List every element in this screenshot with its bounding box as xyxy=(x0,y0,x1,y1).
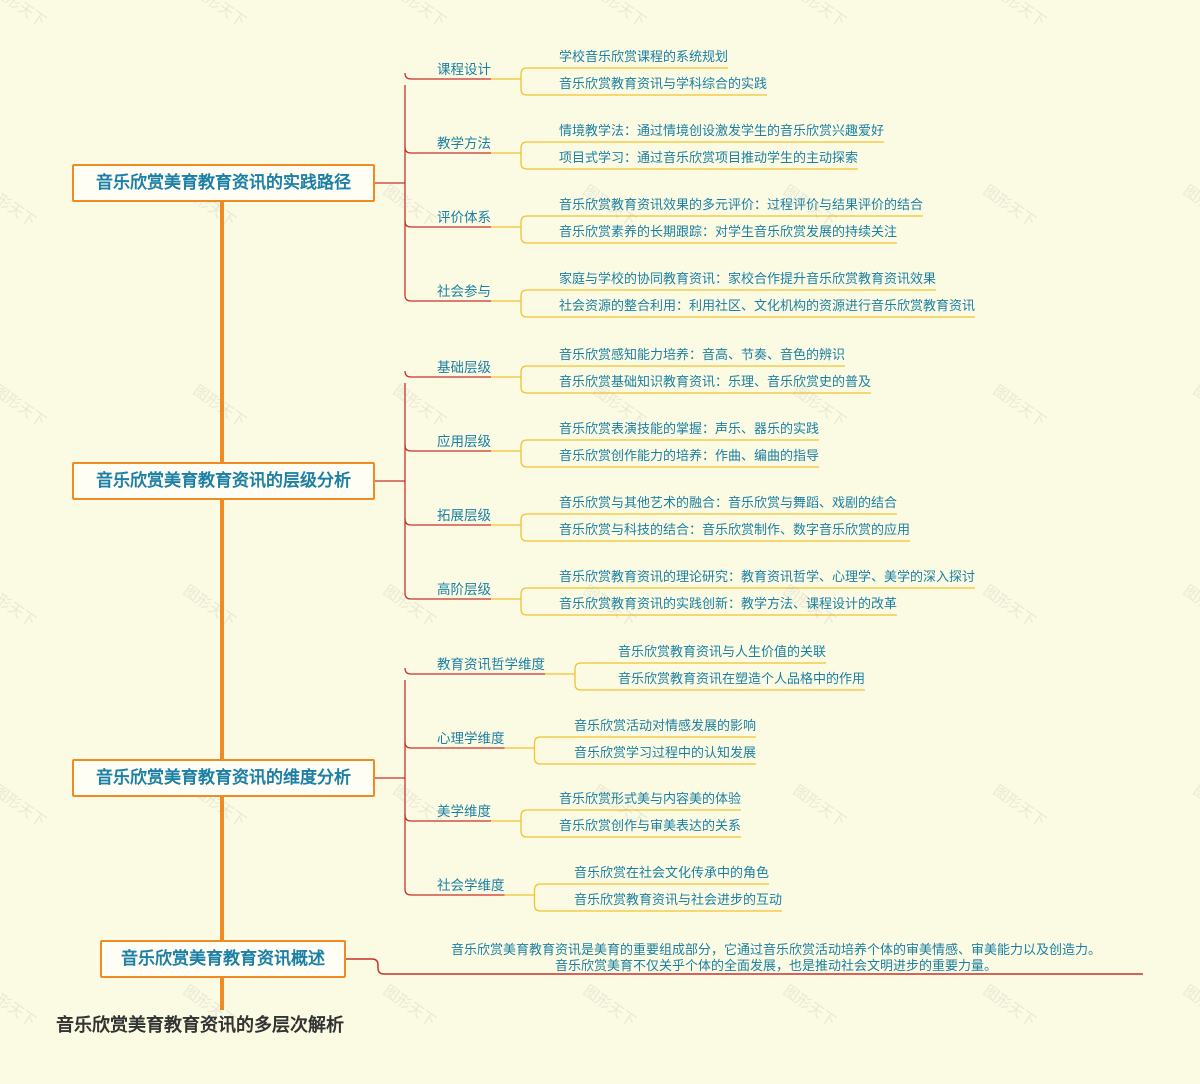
sub-topic[interactable]: 社会参与 xyxy=(437,284,491,300)
leaf-item[interactable]: 音乐欣赏教育资讯的理论研究：教育资讯哲学、心理学、美学的深入探讨 xyxy=(559,570,976,585)
sub-topic[interactable]: 高阶层级 xyxy=(437,582,491,598)
leaf-item[interactable]: 音乐欣赏创作与审美表达的关系 xyxy=(559,819,742,834)
leaf-item[interactable]: 项目式学习：通过音乐欣赏项目推动学生的主动探索 xyxy=(559,151,859,166)
leaf-item[interactable]: 音乐欣赏教育资讯在塑造个人品格中的作用 xyxy=(618,672,866,687)
leaf-item[interactable]: 音乐欣赏教育资讯的实践创新：教学方法、课程设计的改革 xyxy=(559,597,898,612)
leaf-item[interactable]: 音乐欣赏教育资讯与人生价值的关联 xyxy=(618,645,827,660)
root-title: 音乐欣赏美育教育资讯的多层次解析 xyxy=(56,1015,344,1036)
leaf-item[interactable]: 音乐欣赏表演技能的掌握：声乐、器乐的实践 xyxy=(559,422,820,437)
summary-line: 音乐欣赏美育不仅关乎个体的全面发展，也是推动社会文明进步的重要力量。 xyxy=(554,959,997,974)
leaf-item[interactable]: 音乐欣赏教育资讯与社会进步的互动 xyxy=(574,893,783,908)
sub-topic[interactable]: 课程设计 xyxy=(437,62,491,78)
sub-topic[interactable]: 应用层级 xyxy=(437,434,491,450)
sub-topic[interactable]: 教育资讯哲学维度 xyxy=(437,657,545,673)
branch-level-analysis[interactable]: 音乐欣赏美育教育资讯的层级分析 xyxy=(72,462,375,500)
sub-topic[interactable]: 美学维度 xyxy=(437,804,491,820)
sub-topic[interactable]: 拓展层级 xyxy=(437,508,491,524)
leaf-item[interactable]: 社会资源的整合利用：利用社区、文化机构的资源进行音乐欣赏教育资讯 xyxy=(559,299,976,314)
leaf-item[interactable]: 音乐欣赏与其他艺术的融合：音乐欣赏与舞蹈、戏剧的结合 xyxy=(559,496,898,511)
leaf-item[interactable]: 音乐欣赏感知能力培养：音高、节奏、音色的辨识 xyxy=(559,348,846,363)
overview-summary: 音乐欣赏美育教育资讯是美育的重要组成部分，它通过音乐欣赏活动培养个体的审美情感、… xyxy=(408,943,1144,975)
summary-line: 音乐欣赏美育教育资讯是美育的重要组成部分，它通过音乐欣赏活动培养个体的审美情感、… xyxy=(450,943,1101,958)
sub-topic[interactable]: 基础层级 xyxy=(437,360,491,376)
leaf-item[interactable]: 学校音乐欣赏课程的系统规划 xyxy=(559,50,729,65)
leaf-item[interactable]: 音乐欣赏在社会文化传承中的角色 xyxy=(574,866,770,881)
leaf-item[interactable]: 音乐欣赏基础知识教育资讯：乐理、音乐欣赏史的普及 xyxy=(559,375,872,390)
leaf-item[interactable]: 家庭与学校的协同教育资讯：家校合作提升音乐欣赏教育资讯效果 xyxy=(559,272,937,287)
sub-topic[interactable]: 心理学维度 xyxy=(437,731,505,747)
leaf-item[interactable]: 音乐欣赏创作能力的培养：作曲、编曲的指导 xyxy=(559,449,820,464)
branch-dimension-analysis[interactable]: 音乐欣赏美育教育资讯的维度分析 xyxy=(72,759,375,797)
leaf-item[interactable]: 音乐欣赏与科技的结合：音乐欣赏制作、数字音乐欣赏的应用 xyxy=(559,523,911,538)
leaf-item[interactable]: 音乐欣赏形式美与内容美的体验 xyxy=(559,792,742,807)
sub-topic[interactable]: 教学方法 xyxy=(437,136,491,152)
sub-topic[interactable]: 社会学维度 xyxy=(437,878,505,894)
sub-topic[interactable]: 评价体系 xyxy=(437,210,491,226)
branch-practice-path[interactable]: 音乐欣赏美育教育资讯的实践路径 xyxy=(72,164,375,202)
leaf-item[interactable]: 音乐欣赏素养的长期跟踪：对学生音乐欣赏发展的持续关注 xyxy=(559,225,898,240)
leaf-item[interactable]: 情境教学法：通过情境创设激发学生的音乐欣赏兴趣爱好 xyxy=(559,124,885,139)
leaf-item[interactable]: 音乐欣赏教育资讯与学科综合的实践 xyxy=(559,77,768,92)
branch-overview[interactable]: 音乐欣赏美育教育资讯概述 xyxy=(100,940,346,978)
leaf-item[interactable]: 音乐欣赏学习过程中的认知发展 xyxy=(574,746,757,761)
leaf-item[interactable]: 音乐欣赏活动对情感发展的影响 xyxy=(574,719,757,734)
leaf-item[interactable]: 音乐欣赏教育资讯效果的多元评价：过程评价与结果评价的结合 xyxy=(559,198,924,213)
